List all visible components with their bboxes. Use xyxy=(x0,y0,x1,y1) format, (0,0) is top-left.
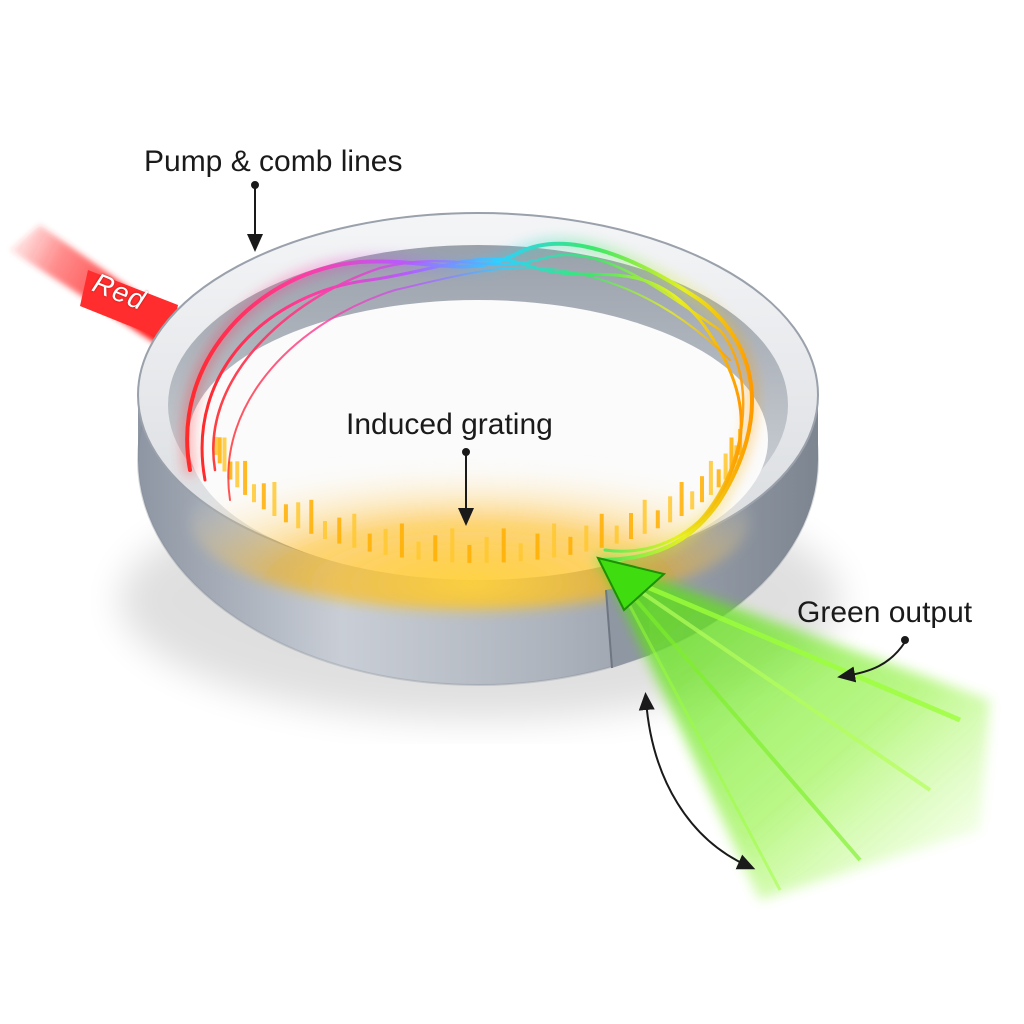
grating-bar xyxy=(629,513,633,539)
grating-bar xyxy=(309,499,314,534)
grating-bar xyxy=(535,533,540,560)
grating-bar xyxy=(283,504,288,523)
grating-bar xyxy=(655,510,660,529)
induced-grating-label: Induced grating xyxy=(346,408,553,441)
grating-bar xyxy=(243,460,248,495)
grating-bar xyxy=(599,513,604,548)
grating-bar xyxy=(723,453,728,480)
grating-bar xyxy=(228,461,233,480)
comb-lines xyxy=(181,237,759,566)
grating-bar xyxy=(729,437,734,472)
annotation-arrows xyxy=(247,181,909,870)
grating-bar xyxy=(296,502,301,529)
grating-bar xyxy=(450,528,455,563)
grating-bar xyxy=(708,460,713,495)
grating-bar xyxy=(501,528,506,563)
curved-double-arrow xyxy=(638,692,756,870)
grating-bar xyxy=(690,491,695,510)
grating-bar xyxy=(716,469,721,488)
grating-bar xyxy=(700,476,704,503)
grating-bar xyxy=(679,482,684,516)
grating-bar xyxy=(383,528,388,555)
green-output-arrow xyxy=(837,641,906,683)
grating-bar xyxy=(261,483,266,510)
grating-bar xyxy=(337,517,342,544)
grating-bar xyxy=(252,484,256,503)
grating-bar xyxy=(367,533,372,552)
grating-bar xyxy=(222,437,227,472)
grating-bar xyxy=(352,513,357,548)
grating-bar xyxy=(518,543,523,562)
grating-bar xyxy=(552,523,557,558)
grating-bar xyxy=(399,523,404,558)
grating-bar xyxy=(213,436,218,455)
pump-comb-label: Pump & comb lines xyxy=(144,145,403,178)
green-output-label: Green output xyxy=(797,596,973,629)
grating-bar xyxy=(614,525,619,544)
grating-bar xyxy=(568,536,573,555)
grating-bar xyxy=(235,461,240,488)
red-input-beam xyxy=(10,225,178,345)
grating-bar xyxy=(584,525,589,552)
grating-bar xyxy=(467,544,472,563)
grating-bar xyxy=(433,535,438,562)
grating-bar xyxy=(642,499,647,534)
grating-bar xyxy=(217,437,222,464)
grating-bar xyxy=(668,496,673,523)
grating-bar xyxy=(484,536,489,563)
grating-bar xyxy=(323,521,327,539)
grating-bar xyxy=(416,541,421,560)
grating-bar xyxy=(272,482,277,516)
